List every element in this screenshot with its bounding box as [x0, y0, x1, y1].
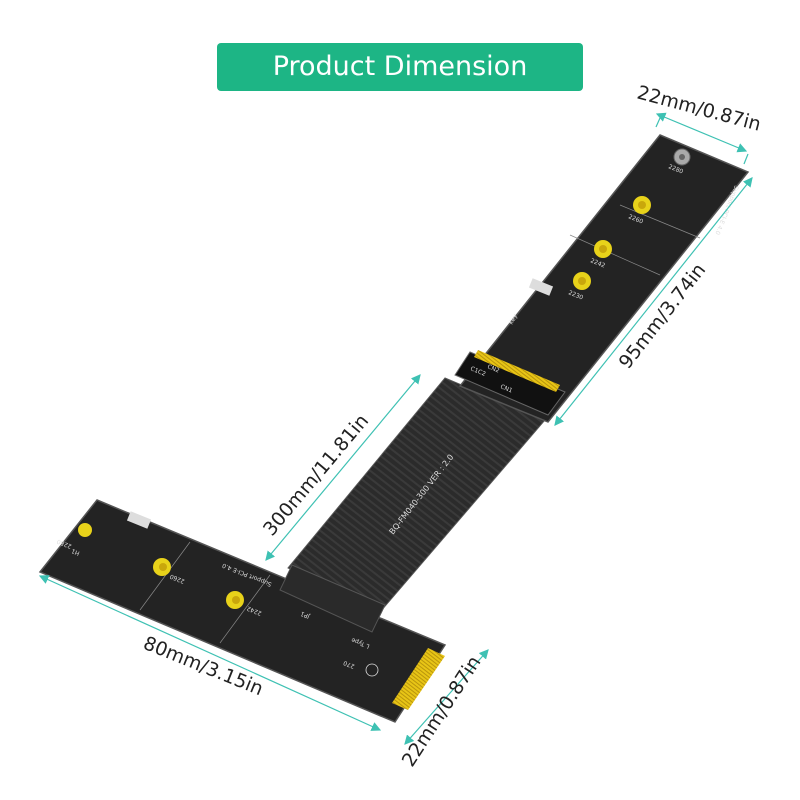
svg-text:CN1: CN1: [499, 383, 513, 394]
ribbon-cable: BQ-FM040-300 VER : 2.0: [279, 377, 546, 633]
title-banner: Product Dimension: [217, 43, 583, 91]
mount-hole-2280: [78, 523, 92, 537]
dimension-top-width: 22mm/0.87in: [635, 82, 764, 136]
svg-text:H1: H1: [70, 547, 81, 557]
dimension-lines: [38, 112, 753, 745]
svg-text:CN2: CN2: [486, 363, 500, 374]
svg-text:Key: Key: [508, 313, 520, 326]
